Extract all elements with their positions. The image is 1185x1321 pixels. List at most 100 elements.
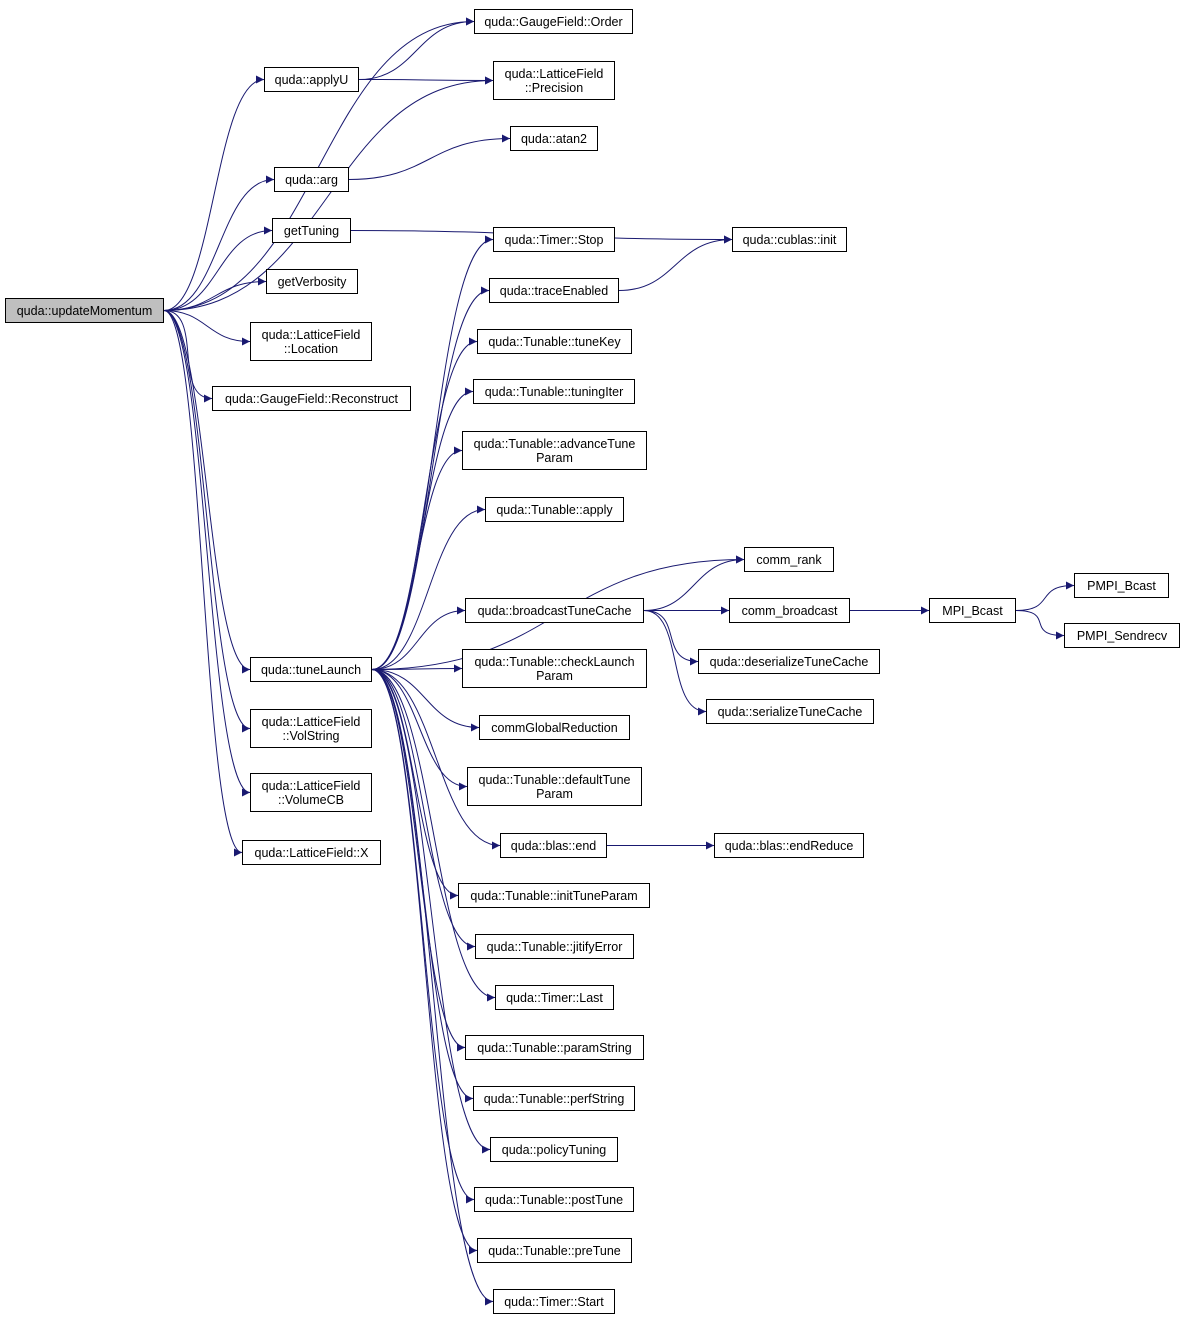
node-mpi-bcast[interactable]: MPI_Bcast: [929, 598, 1016, 623]
edge-tune-launch-to-post-tune: [371, 669, 475, 1204]
node-gauge-order[interactable]: quda::GaugeField::Order: [474, 9, 633, 34]
node-policy-tuning[interactable]: quda::policyTuning: [490, 1137, 618, 1162]
node-pmpi-sendrecv[interactable]: PMPI_Sendrecv: [1064, 623, 1180, 648]
edge-tune-launch-to-default-tune-param: [371, 669, 468, 791]
node-comm-broadcast[interactable]: comm_broadcast: [729, 598, 850, 623]
node-tune-key[interactable]: quda::Tunable::tuneKey: [477, 329, 632, 354]
node-lattice-vol-string[interactable]: quda::LatticeField ::VolString: [250, 709, 372, 748]
node-label: quda::Tunable::jitifyError: [486, 939, 623, 954]
node-label: quda::Tunable::advanceTune Param: [473, 436, 636, 465]
edge-tune-launch-to-timer-start: [371, 669, 494, 1306]
node-label: quda::Tunable::tuneKey: [488, 334, 621, 349]
node-broadcast-tune-cache[interactable]: quda::broadcastTuneCache: [465, 598, 644, 623]
node-comm-rank[interactable]: comm_rank: [744, 547, 834, 572]
node-apply-u[interactable]: quda::applyU: [264, 67, 359, 92]
edge-tune-launch-to-policy-tuning: [371, 669, 491, 1154]
node-tune-launch[interactable]: quda::tuneLaunch: [250, 657, 372, 682]
node-label: quda::Timer::Last: [506, 990, 603, 1005]
edge-update-momentum-to-lattice-location: [163, 310, 251, 346]
node-perf-string[interactable]: quda::Tunable::perfString: [473, 1086, 635, 1111]
node-comm-global-reduction[interactable]: commGlobalReduction: [479, 715, 630, 740]
edge-broadcast-tune-cache-to-comm-rank: [643, 555, 745, 611]
node-gauge-reconstruct[interactable]: quda::GaugeField::Reconstruct: [212, 386, 411, 411]
node-label: quda::Tunable::paramString: [477, 1040, 632, 1055]
edge-update-momentum-to-gauge-order: [163, 17, 475, 311]
edge-tune-launch-to-check-launch-param: [371, 664, 463, 673]
node-tuning-iter[interactable]: quda::Tunable::tuningIter: [473, 379, 635, 404]
node-label: quda::Tunable::postTune: [484, 1192, 624, 1207]
edge-update-momentum-to-lattice-volume-cb: [163, 310, 251, 797]
node-label: quda::LatticeField ::VolumeCB: [261, 778, 361, 807]
node-get-tuning[interactable]: getTuning: [272, 218, 351, 243]
node-label: quda::Tunable::tuningIter: [484, 384, 624, 399]
node-cublas-init[interactable]: quda::cublas::init: [732, 227, 847, 252]
node-blas-end-reduce[interactable]: quda::blas::endReduce: [714, 833, 864, 858]
node-check-launch-param[interactable]: quda::Tunable::checkLaunch Param: [462, 649, 647, 688]
node-lattice-x[interactable]: quda::LatticeField::X: [242, 840, 381, 865]
node-default-tune-param[interactable]: quda::Tunable::defaultTune Param: [467, 767, 642, 806]
edge-apply-u-to-lattice-precision: [358, 76, 494, 85]
node-label: getVerbosity: [277, 274, 347, 289]
node-label: quda::Tunable::perfString: [483, 1091, 625, 1106]
node-label: quda::Tunable::apply: [496, 502, 613, 517]
node-lattice-volume-cb[interactable]: quda::LatticeField ::VolumeCB: [250, 773, 372, 812]
node-label: MPI_Bcast: [942, 603, 1003, 618]
edge-tune-launch-to-tune-key: [371, 337, 478, 670]
edge-tune-launch-to-tunable-apply: [371, 505, 486, 670]
node-label: quda::updateMomentum: [16, 303, 153, 318]
node-label: quda::policyTuning: [501, 1142, 607, 1157]
node-init-tune-param[interactable]: quda::Tunable::initTuneParam: [458, 883, 650, 908]
node-blas-end[interactable]: quda::blas::end: [500, 833, 607, 858]
edge-tune-launch-to-broadcast-tune-cache: [371, 606, 466, 670]
node-label: quda::Tunable::checkLaunch Param: [474, 654, 635, 683]
node-label: quda::LatticeField ::Precision: [504, 66, 604, 95]
node-label: quda::Tunable::initTuneParam: [470, 888, 638, 903]
node-pre-tune[interactable]: quda::Tunable::preTune: [477, 1238, 632, 1263]
node-post-tune[interactable]: quda::Tunable::postTune: [474, 1187, 634, 1212]
edge-update-momentum-to-tune-launch: [163, 310, 251, 674]
node-serialize-tune-cache[interactable]: quda::serializeTuneCache: [706, 699, 874, 724]
node-label: quda::serializeTuneCache: [717, 704, 863, 719]
node-atan2[interactable]: quda::atan2: [510, 126, 598, 151]
node-label: quda::Timer::Stop: [504, 232, 604, 247]
node-label: quda::broadcastTuneCache: [477, 603, 632, 618]
node-get-verbosity[interactable]: getVerbosity: [266, 269, 358, 294]
node-label: quda::blas::endReduce: [724, 838, 854, 853]
edge-update-momentum-to-arg: [163, 175, 275, 311]
edge-broadcast-tune-cache-to-deserialize-tune-cache: [643, 610, 699, 666]
node-label: quda::Timer::Start: [504, 1294, 604, 1309]
node-label: comm_broadcast: [741, 603, 838, 618]
node-advance-tune-param[interactable]: quda::Tunable::advanceTune Param: [462, 431, 647, 470]
edge-update-momentum-to-apply-u: [163, 75, 265, 311]
edge-tune-launch-to-pre-tune: [371, 669, 478, 1255]
node-param-string[interactable]: quda::Tunable::paramString: [465, 1035, 644, 1060]
node-label: quda::GaugeField::Reconstruct: [224, 391, 399, 406]
node-tunable-apply[interactable]: quda::Tunable::apply: [485, 497, 624, 522]
node-label: quda::tuneLaunch: [260, 662, 362, 677]
node-label: getTuning: [283, 223, 340, 238]
node-timer-start[interactable]: quda::Timer::Start: [493, 1289, 615, 1314]
node-label: PMPI_Sendrecv: [1076, 628, 1168, 643]
edge-mpi-bcast-to-pmpi-bcast: [1015, 581, 1075, 611]
node-deserialize-tune-cache[interactable]: quda::deserializeTuneCache: [698, 649, 880, 674]
edge-update-momentum-to-get-verbosity: [163, 277, 267, 311]
node-label: quda::LatticeField::X: [254, 845, 369, 860]
edge-update-momentum-to-lattice-x: [163, 310, 243, 857]
node-timer-stop[interactable]: quda::Timer::Stop: [493, 227, 615, 252]
edge-mpi-bcast-to-pmpi-sendrecv: [1015, 610, 1065, 640]
node-arg[interactable]: quda::arg: [274, 167, 349, 192]
node-label: quda::blas::end: [510, 838, 597, 853]
node-timer-last[interactable]: quda::Timer::Last: [495, 985, 614, 1010]
node-label: quda::arg: [285, 172, 338, 187]
node-lattice-location[interactable]: quda::LatticeField ::Location: [250, 322, 372, 361]
node-label: quda::GaugeField::Order: [484, 14, 623, 29]
node-trace-enabled[interactable]: quda::traceEnabled: [489, 278, 619, 303]
edge-tune-launch-to-tuning-iter: [371, 387, 474, 670]
node-jitify-error[interactable]: quda::Tunable::jitifyError: [475, 934, 634, 959]
node-label: quda::atan2: [520, 131, 588, 146]
edge-update-momentum-to-get-tuning: [163, 226, 273, 311]
node-lattice-precision[interactable]: quda::LatticeField ::Precision: [493, 61, 615, 100]
edge-tune-launch-to-comm-global-reduction: [371, 669, 480, 732]
node-pmpi-bcast[interactable]: PMPI_Bcast: [1074, 573, 1169, 598]
